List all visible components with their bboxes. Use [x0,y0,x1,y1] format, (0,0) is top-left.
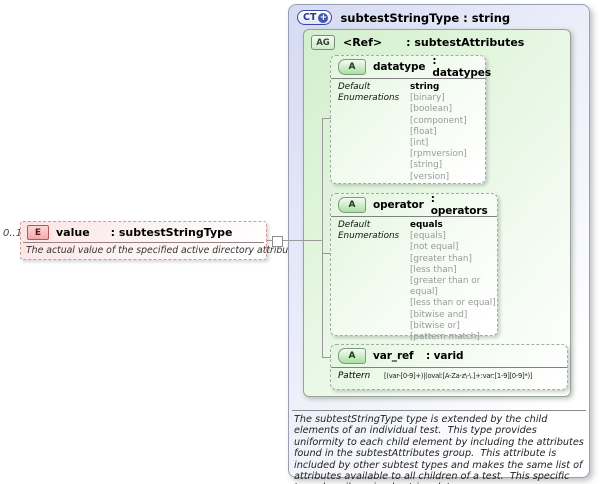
connector-line-vertical [322,118,323,358]
enum-item: [boolean] [410,104,453,115]
attribute-var-ref-header[interactable]: A var_ref : varid [331,345,567,367]
element-header[interactable]: E value : subtestStringType [21,222,266,242]
enum-item: [less than] [410,264,457,275]
default-label: Default [338,82,371,92]
complex-type-header[interactable]: CT + subtestStringType : string [289,5,589,30]
element-divider [23,242,264,243]
attribute-group-ref: <Ref> [343,36,383,49]
attribute-name: var_ref [373,350,414,362]
attribute-type: : datatypes [432,55,491,79]
enum-item: [not equal] [410,242,459,253]
enumeration-list: [equals][not equal][greater than][less t… [410,231,497,343]
complex-type-badge: CT + [297,10,333,25]
enum-item: [string] [410,160,443,171]
enum-item: [binary] [410,93,445,104]
enum-item: [greater than or equal] [410,276,481,298]
type-documentation: The subtestStringType type is extended b… [294,414,584,484]
enumerations-label: Enumerations [338,93,400,104]
enum-item: [greater than] [410,253,472,264]
attribute-group-badge: AG [311,35,335,50]
enum-item: [version] [410,171,450,182]
expand-plus-icon[interactable]: + [318,12,329,23]
attribute-type: : varid [426,350,464,362]
attribute-type: : operators [430,193,488,217]
attribute-box-var-ref[interactable]: A var_ref : varid Pattern [(var-[0-9]+)|… [330,344,568,390]
element-type: : subtestStringType [110,226,233,239]
element-annotation: The actual value of the specified active… [26,245,301,256]
connector-stub-var-ref [322,357,331,358]
connector-collapse-handle[interactable] [272,236,283,247]
attribute-badge: A [338,348,366,364]
attribute-group-header[interactable]: AG <Ref> : subtestAttributes [304,30,570,55]
connector-stub-datatype [322,118,331,119]
default-value: string [410,82,440,92]
attribute-group-type: : subtestAttributes [406,36,525,49]
attribute-divider [331,216,497,217]
pattern-value: [(var-[0-9]+)|(oval:[A-Za-z\-\.]+:var:[1… [384,372,533,380]
pattern-label: Pattern [338,371,371,381]
element-name: value [56,226,90,239]
connector-line-element [267,240,322,241]
enum-item: [component] [410,115,467,126]
attribute-datatype-header[interactable]: A datatype : datatypes [331,55,491,79]
enum-item: [equals] [410,231,446,242]
footer-separator [292,410,586,411]
element-badge: E [27,225,49,240]
default-value: equals [410,220,443,230]
enumerations-label: Enumerations [338,231,400,242]
enum-item: [bitwise or] [410,320,460,331]
enum-item: [float] [410,126,437,137]
attribute-box-datatype[interactable]: A datatype : datatypes Default string En… [330,55,491,184]
complex-type-badge-label: CT [303,12,317,23]
attribute-box-operator[interactable]: A operator : operators Default equals En… [330,193,498,342]
attribute-name: operator [373,199,424,211]
enum-item: [int] [410,138,429,149]
connector-stub-operator [322,253,331,254]
attribute-divider [331,367,567,368]
attribute-name: datatype [373,61,426,73]
enumeration-list: [binary][boolean][component][float][int]… [410,93,467,183]
attribute-operator-header[interactable]: A operator : operators [331,193,497,217]
attribute-divider [331,78,485,79]
cardinality-label: 0..1 [3,228,23,239]
element-box-value[interactable]: E value : subtestStringType The actual v… [20,221,301,260]
attribute-badge: A [338,59,366,75]
enum-item: [less than or equal] [410,298,496,309]
enum-item: [rpmversion] [410,149,467,160]
enum-item: [bitwise and] [410,309,468,320]
default-label: Default [338,220,371,230]
enum-item: [pattern match] [410,332,480,343]
complex-type-title: subtestStringType : string [340,10,511,25]
attribute-badge: A [338,197,366,213]
